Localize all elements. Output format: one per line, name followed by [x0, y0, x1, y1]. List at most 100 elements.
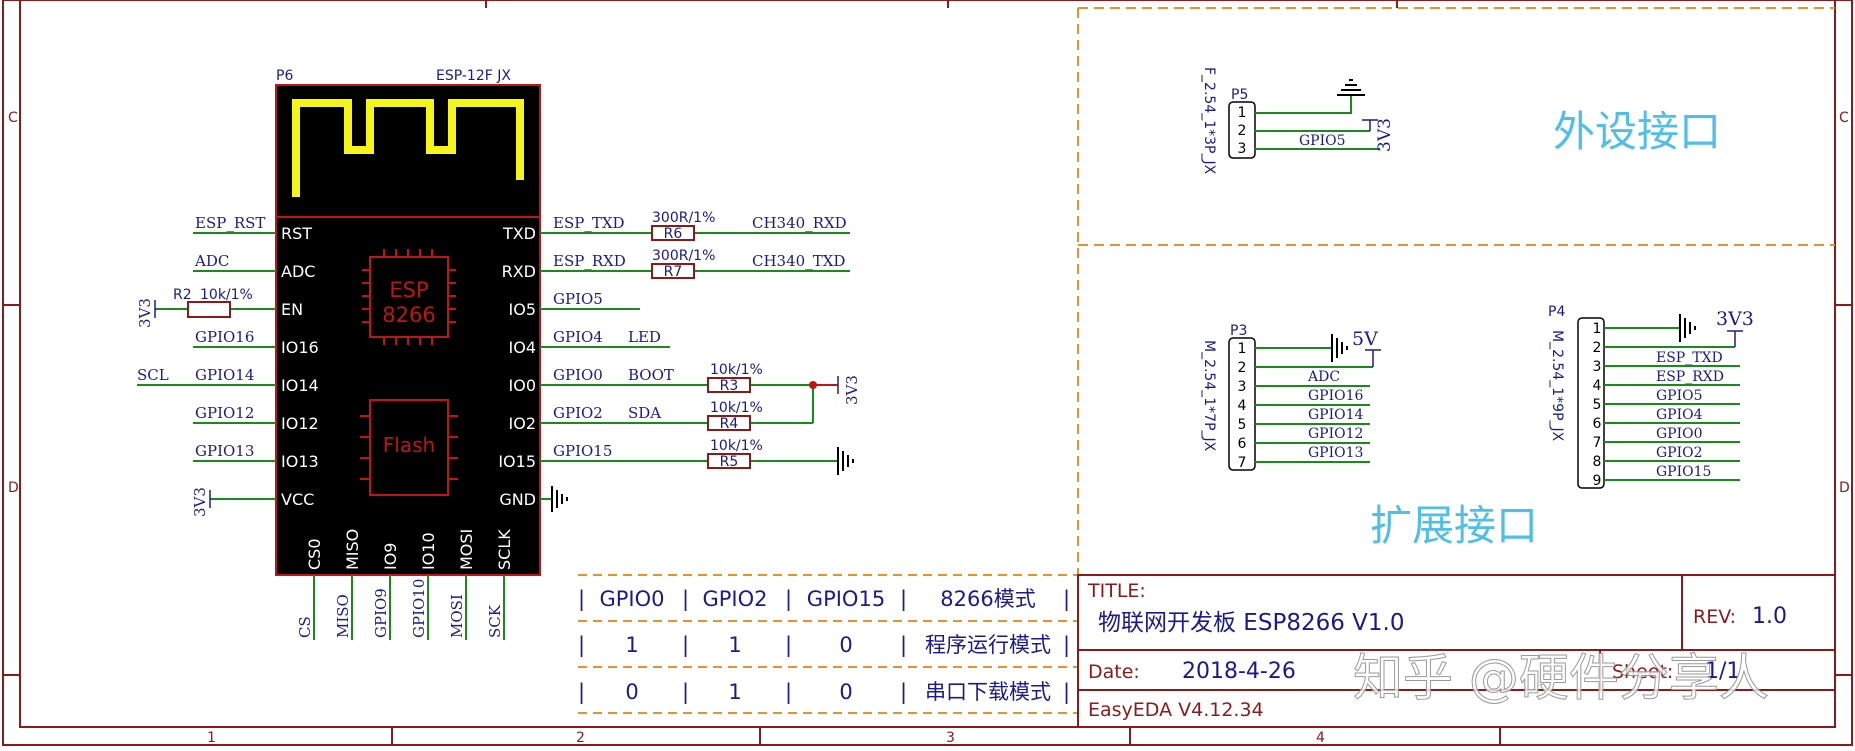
resistors-right	[651, 225, 751, 469]
sheet-value: 1/1	[1705, 659, 1740, 684]
pin-en: EN	[281, 300, 303, 319]
table-bar: |	[1063, 587, 1070, 612]
p4-pin-2: 2	[1593, 340, 1602, 356]
antenna-trace	[292, 99, 524, 197]
r6-value: 300R/1%	[652, 210, 715, 226]
p4-net-gpio5: GPIO5	[1656, 388, 1703, 404]
right-wires	[540, 232, 850, 500]
p5-designator: P5	[1231, 87, 1248, 103]
p3-pin-6: 6	[1238, 436, 1247, 452]
bottom-wires	[313, 575, 505, 640]
row-letter-c-right: C	[1839, 110, 1849, 126]
chip-label-top: ESP	[389, 278, 428, 302]
row-letter-d-right: D	[1839, 480, 1850, 496]
table-cell: 串口下载模式	[925, 680, 1051, 704]
pin-rst: RST	[281, 224, 312, 243]
esp8266-chip: ESP 8266	[362, 249, 456, 345]
table-bar: |	[578, 680, 585, 705]
p5-pin-2: 2	[1238, 123, 1247, 139]
table-bar: |	[682, 680, 689, 705]
p4-pin-5: 5	[1593, 397, 1602, 413]
ground-symbol-p5	[1337, 79, 1365, 96]
pin-cs0: CS0	[305, 538, 324, 570]
table-header-gpio15: GPIO15	[807, 587, 885, 611]
p4-pin-3: 3	[1593, 359, 1602, 375]
connector-p3: P3 M_2.54_1*7P_JX 1 2 3 4 5 6 7	[1201, 323, 1381, 471]
table-cell: 0	[839, 680, 852, 704]
col-number-4: 4	[1316, 730, 1325, 746]
table-cell: 0	[625, 680, 638, 704]
connector-p5: P5 F_2.54_1*3P_JX 1 2 3 GPIO5 3V3 外设接口	[1201, 67, 1721, 175]
pin-io9: IO9	[381, 543, 400, 571]
p4-net-gpio15: GPIO15	[1656, 464, 1711, 480]
p4-designator: P4	[1548, 304, 1565, 320]
p3-pin-7: 7	[1238, 455, 1247, 471]
left-net-underlines	[154, 300, 211, 508]
section-title-peripheral: 外设接口	[1553, 107, 1721, 156]
date-value: 2018-4-26	[1182, 659, 1296, 684]
net-mosi: MOSI	[448, 594, 466, 638]
pin-io2: IO2	[509, 414, 537, 433]
table-bar: |	[578, 587, 585, 612]
resistor-r7	[651, 263, 695, 279]
p4-net-gpio0: GPIO0	[1656, 426, 1703, 442]
ground-symbol-r5	[837, 447, 854, 475]
p3-power-5v: 5V	[1352, 328, 1378, 350]
title-block	[1077, 574, 1836, 728]
pin-vcc: VCC	[281, 490, 314, 509]
ground-symbol-gnd	[551, 486, 568, 512]
pin-mosi: MOSI	[457, 529, 476, 570]
row-letter-d-left: D	[8, 480, 19, 496]
rev-label: REV:	[1693, 606, 1736, 628]
table-bar: |	[785, 587, 792, 612]
p4-net-esp-txd: ESP_TXD	[1656, 350, 1723, 366]
pin-io5: IO5	[509, 300, 537, 319]
net-gpio14-left: GPIO14	[195, 366, 254, 384]
table-cell: 1	[728, 633, 741, 657]
r2-designator: R2	[173, 287, 192, 303]
table-bar: |	[1063, 680, 1070, 705]
net-esp-rxd: ESP_RXD	[553, 252, 626, 270]
module-designator: P6	[276, 68, 293, 84]
net-ch340-rxd: CH340_RXD	[752, 214, 847, 232]
pin-io13: IO13	[281, 452, 319, 471]
r3-designator: R3	[720, 378, 739, 394]
p5-pin-3: 3	[1238, 141, 1247, 157]
net-adc-left: ADC	[194, 252, 229, 270]
table-cell: 0	[839, 633, 852, 657]
boot-mode-table: | | | | | | | | | | | | | | | GPIO0 GPIO…	[578, 574, 1078, 714]
net-ch340-txd: CH340_TXD	[752, 252, 845, 270]
net-gpio16-left: GPIO16	[195, 328, 254, 346]
tool-version: EasyEDA V4.12.34	[1088, 699, 1264, 721]
p3-net-gpio14: GPIO14	[1308, 407, 1364, 423]
p3-pin-1: 1	[1238, 341, 1247, 357]
p4-pin-8: 8	[1593, 454, 1602, 470]
p4-net-gpio4: GPIO4	[1656, 407, 1703, 423]
section-title-expansion: 扩展接口	[1370, 501, 1538, 550]
left-wires	[137, 232, 276, 500]
col-number-1: 1	[207, 730, 216, 746]
p3-net-adc: ADC	[1307, 369, 1340, 385]
net-scl: SCL	[137, 366, 169, 384]
table-cell: 1	[625, 633, 638, 657]
pin-gnd: GND	[499, 490, 536, 509]
p4-net-esp-rxd: ESP_RXD	[1656, 369, 1724, 385]
r6-designator: R6	[664, 226, 683, 242]
pin-miso: MISO	[343, 529, 362, 570]
title-label: TITLE:	[1087, 580, 1146, 602]
p5-net-gpio5: GPIO5	[1299, 133, 1346, 149]
net-gpio4: GPIO4	[553, 328, 603, 346]
table-header-gpio0: GPIO0	[599, 587, 664, 611]
table-bar: |	[1063, 633, 1070, 658]
flash-label: Flash	[383, 433, 435, 457]
p3-pin-4: 4	[1238, 398, 1247, 414]
net-led: LED	[628, 328, 661, 346]
p4-pin-7: 7	[1593, 435, 1602, 451]
connector-p4: P4 M_2.54_1*9P_JX 1 2 3 4 5 6 7 8 9	[1548, 304, 1754, 489]
watermark: 知乎 @硬件分享人	[1353, 649, 1769, 707]
resistor-r6	[651, 225, 695, 241]
resistor-r3	[707, 377, 751, 393]
net-gpio10: GPIO10	[410, 579, 428, 638]
net-gpio15: GPIO15	[553, 442, 612, 460]
